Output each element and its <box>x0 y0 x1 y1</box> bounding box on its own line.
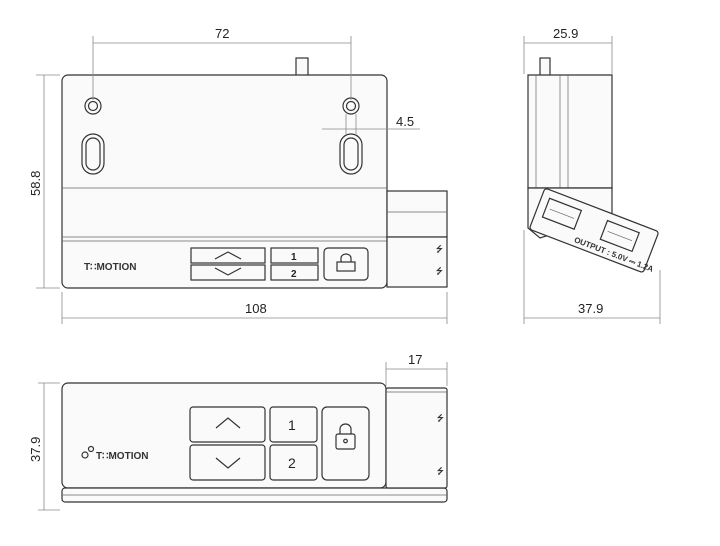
dim-hole-offset: 4.5 <box>396 114 414 129</box>
front-down-button[interactable] <box>190 264 266 281</box>
dim-side-width-bottom: 37.9 <box>578 301 603 316</box>
front-connector-block <box>386 190 448 238</box>
plan-button-2[interactable] <box>269 444 318 481</box>
svg-text:2: 2 <box>288 455 296 471</box>
mount-slot-left <box>81 133 105 175</box>
front-usb-block <box>386 236 448 288</box>
plan-up-button[interactable] <box>189 406 266 443</box>
usb-icon: ⭍ <box>437 466 444 476</box>
dim-connector-length: 17 <box>408 352 422 367</box>
side-view: OUTPUT : 5.0V ⎓ 1.2A <box>527 57 659 274</box>
svg-text:2: 2 <box>291 269 297 280</box>
front-button-1[interactable] <box>270 247 319 264</box>
dim-hole-spacing: 72 <box>215 26 229 41</box>
cable-stub <box>295 57 309 77</box>
brand-logo: T∷MOTION <box>84 262 136 273</box>
usb-icon: ⭍ <box>436 266 443 276</box>
plan-down-button[interactable] <box>189 444 266 481</box>
dim-height: 58.8 <box>28 171 43 196</box>
dim-plan-height: 37.9 <box>28 437 43 462</box>
lock-icon <box>336 261 356 272</box>
front-dimensions: 72 4.5 58.8 108 <box>28 26 448 324</box>
dim-side-width-top: 25.9 <box>553 26 578 41</box>
dim-width: 108 <box>245 301 267 316</box>
plan-lock-button[interactable] <box>321 406 370 481</box>
plan-lock-icon <box>335 433 356 450</box>
plan-view: ⭍ ⭍ T∷MOTION 1 2 <box>61 382 448 503</box>
plan-dimensions: 17 37.9 <box>28 352 448 511</box>
side-body-upper <box>527 74 613 189</box>
usb-icon: ⭍ <box>437 413 444 423</box>
side-dimensions: 25.9 37.9 <box>523 26 661 324</box>
front-lock-button[interactable] <box>323 247 369 281</box>
plan-button-1[interactable] <box>269 406 318 443</box>
svg-text:1: 1 <box>291 252 297 263</box>
front-button-2[interactable] <box>270 264 319 281</box>
mount-slot-right <box>339 133 363 175</box>
plan-brand-logo: T∷MOTION <box>96 451 148 462</box>
front-body <box>61 74 388 289</box>
svg-text:1: 1 <box>288 417 296 433</box>
front-view: ⭍ ⭍ T∷MOTION 1 2 <box>61 57 448 289</box>
front-up-button[interactable] <box>190 247 266 264</box>
plan-connector-block <box>385 387 448 489</box>
usb-icon: ⭍ <box>436 244 443 254</box>
